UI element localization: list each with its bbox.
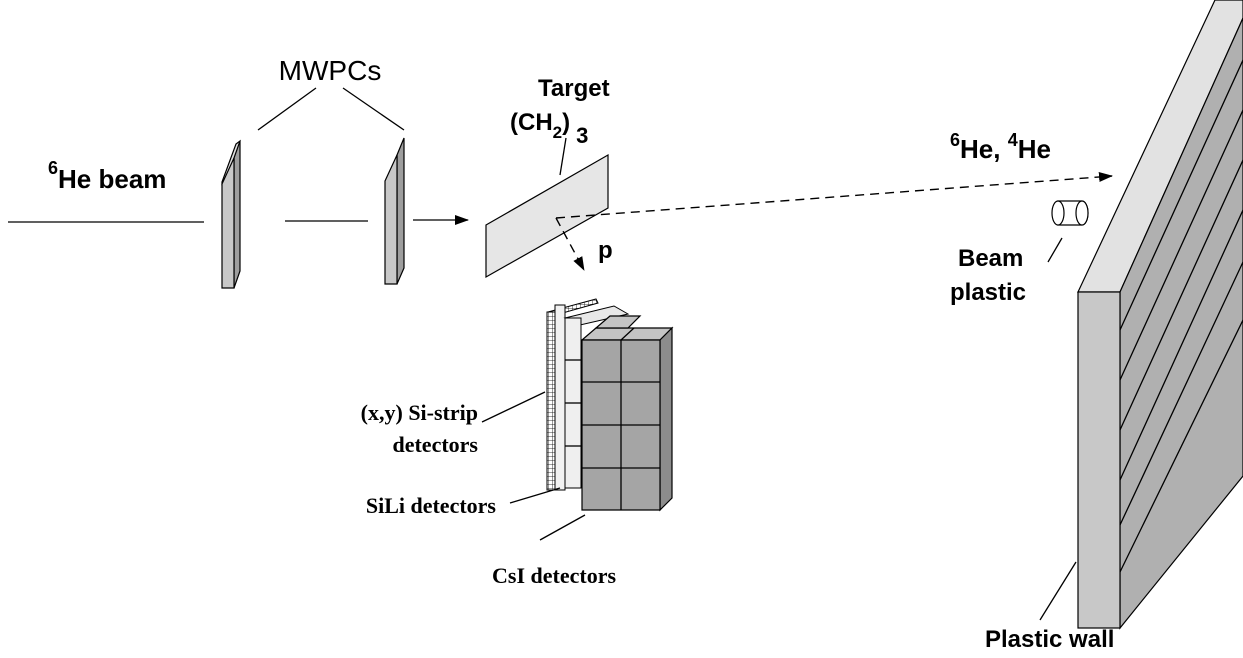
sili-label: SiLi detectors	[366, 493, 497, 518]
mwpcs-pointer-1	[257, 87, 317, 131]
plastic-wall-pointer	[1039, 561, 1077, 621]
beam-plastic-label-line1: Beam	[958, 245, 1023, 272]
beam-plastic-label-line2: plastic	[950, 279, 1026, 306]
si-strip-label-line1: (x,y) Si-strip	[361, 400, 478, 425]
plastic-wall	[1077, 0, 1243, 630]
beam-plastic	[1051, 200, 1089, 226]
si-strip-detector	[546, 298, 599, 491]
mwpc-1	[221, 139, 241, 289]
proton-label: p	[598, 237, 613, 264]
mwpcs-label: MWPCs	[279, 55, 382, 86]
target	[485, 153, 609, 279]
si-strip-pointer	[481, 391, 546, 423]
csi-pointer	[539, 514, 586, 541]
fragments-trajectory	[555, 171, 1113, 219]
proton-trajectory	[555, 217, 585, 271]
sili-detectors	[563, 305, 630, 489]
target-title: Target	[538, 75, 610, 102]
csi-detectors	[580, 315, 674, 512]
target-formula: (CH2)3	[510, 109, 588, 148]
si-strip-label-line2: detectors	[392, 432, 478, 457]
fragments-label: 6He, 4He	[950, 130, 1051, 164]
mwpc-2	[384, 137, 405, 285]
sili-pointer	[509, 487, 561, 504]
beam-label: 6He beam	[48, 158, 166, 194]
plastic-wall-label: Plastic wall	[985, 626, 1114, 653]
beam-plastic-pointer	[1047, 237, 1063, 263]
target-pointer	[559, 137, 567, 176]
csi-label: CsI detectors	[492, 563, 616, 588]
mwpcs-pointer-2	[342, 87, 405, 131]
